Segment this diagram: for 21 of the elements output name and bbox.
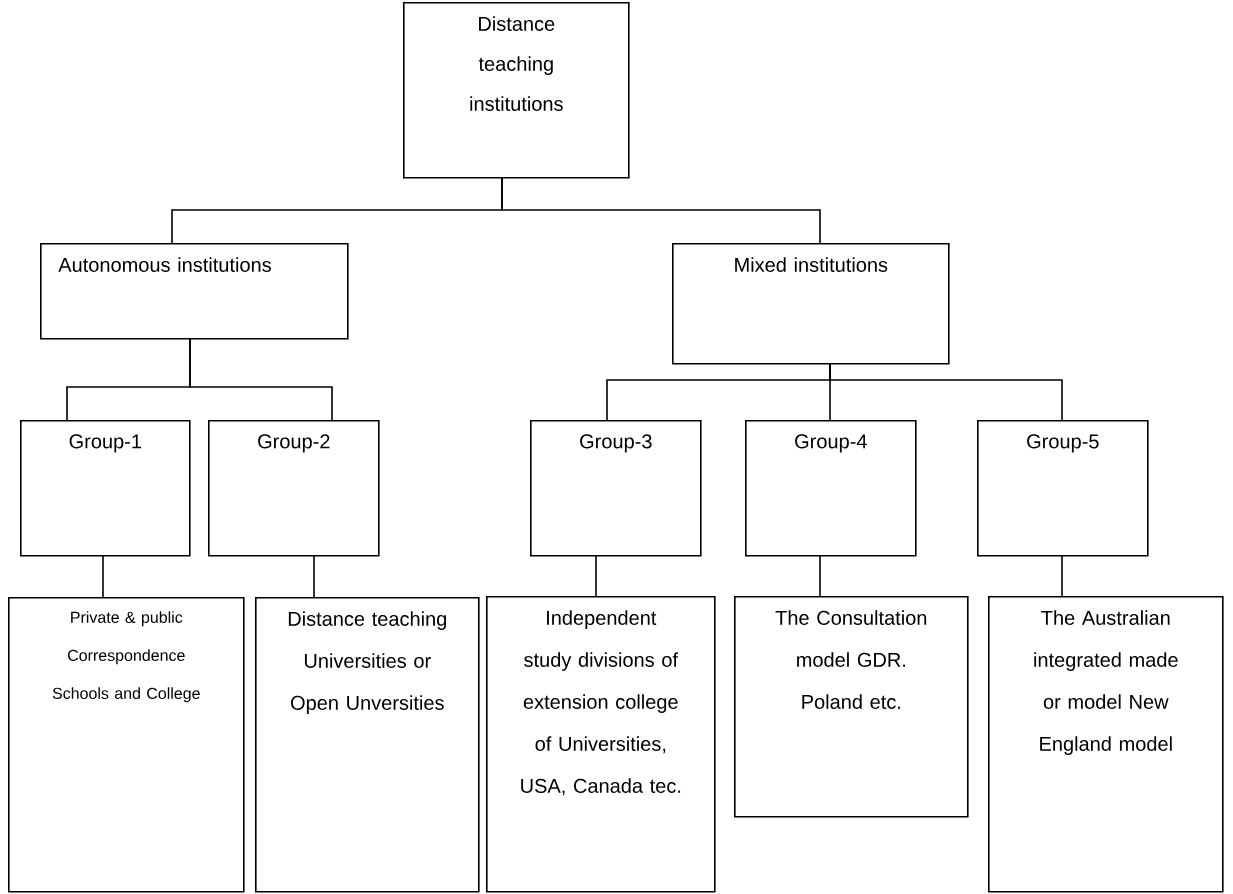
description-box: The Consultation model GDR. Poland etc. [734,596,969,818]
description-box: Distance teaching Universities or Open Unversities [255,597,480,893]
category-box: Mixed institutions [672,243,950,365]
connector-line [501,176,821,244]
connector-line [102,554,104,598]
connector-line [829,362,1063,421]
description-box: Private & public Correspondence Schools and College [8,597,245,893]
root-box: Distance teaching institutions [403,2,630,179]
connector-line [313,554,315,598]
description-box: The Australian integrated made or model New England model [988,596,1224,893]
connector-line [189,337,333,421]
connector-line [819,554,821,597]
group-box: Group-3 [530,420,702,557]
description-box: Independent study divisions of extension college of Universities, USA, Canada tec. [486,596,716,893]
connector-line [1061,554,1063,597]
group-box: Group-1 [20,420,191,557]
group-box: Group-2 [208,420,380,557]
group-box: Group-5 [977,420,1149,557]
connector-line [595,554,597,597]
category-box: Autonomous institutions [40,243,349,340]
group-box: Group-4 [745,420,917,557]
